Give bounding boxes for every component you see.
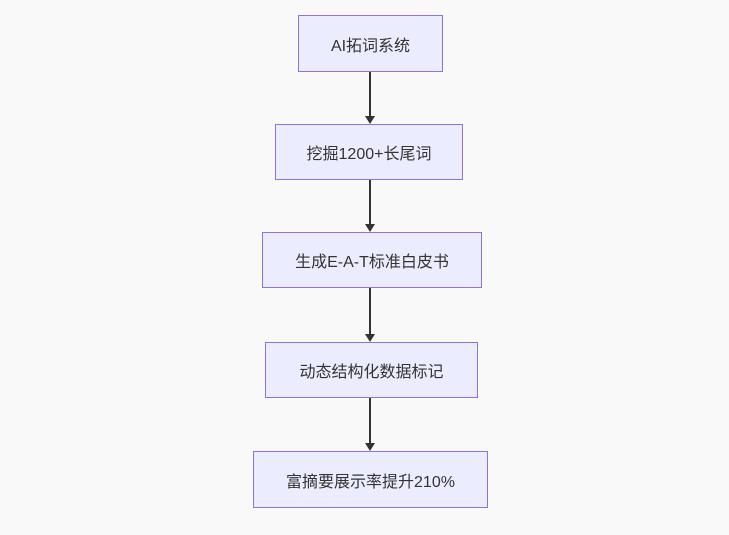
flow-node-2: 挖掘1200+长尾词 bbox=[275, 124, 463, 180]
edge-line bbox=[369, 288, 371, 336]
flow-node-2-label: 挖掘1200+长尾词 bbox=[306, 146, 432, 163]
arrowhead-down-icon bbox=[365, 334, 375, 342]
flow-edge-1 bbox=[364, 72, 376, 124]
flow-node-5-label: 富摘要展示率提升210% bbox=[286, 473, 455, 491]
flow-node-4: 动态结构化数据标记 bbox=[265, 342, 478, 398]
arrowhead-down-icon bbox=[365, 116, 375, 124]
arrowhead-down-icon bbox=[365, 443, 375, 451]
edge-line bbox=[369, 180, 371, 226]
edge-line bbox=[369, 72, 371, 118]
flow-edge-3 bbox=[364, 288, 376, 342]
flow-node-5: 富摘要展示率提升210% bbox=[253, 451, 488, 508]
flow-edge-2 bbox=[364, 180, 376, 232]
arrowhead-down-icon bbox=[365, 224, 375, 232]
flow-node-3: 生成E-A-T标准白皮书 bbox=[262, 232, 482, 288]
flow-node-3-label: 生成E-A-T标准白皮书 bbox=[295, 254, 449, 271]
flow-edge-4 bbox=[364, 398, 376, 451]
edge-line bbox=[369, 398, 371, 445]
flow-node-4-label: 动态结构化数据标记 bbox=[299, 364, 444, 381]
flow-node-1-label: AI拓词系统 bbox=[330, 37, 411, 55]
flow-node-1: AI拓词系统 bbox=[298, 15, 443, 72]
